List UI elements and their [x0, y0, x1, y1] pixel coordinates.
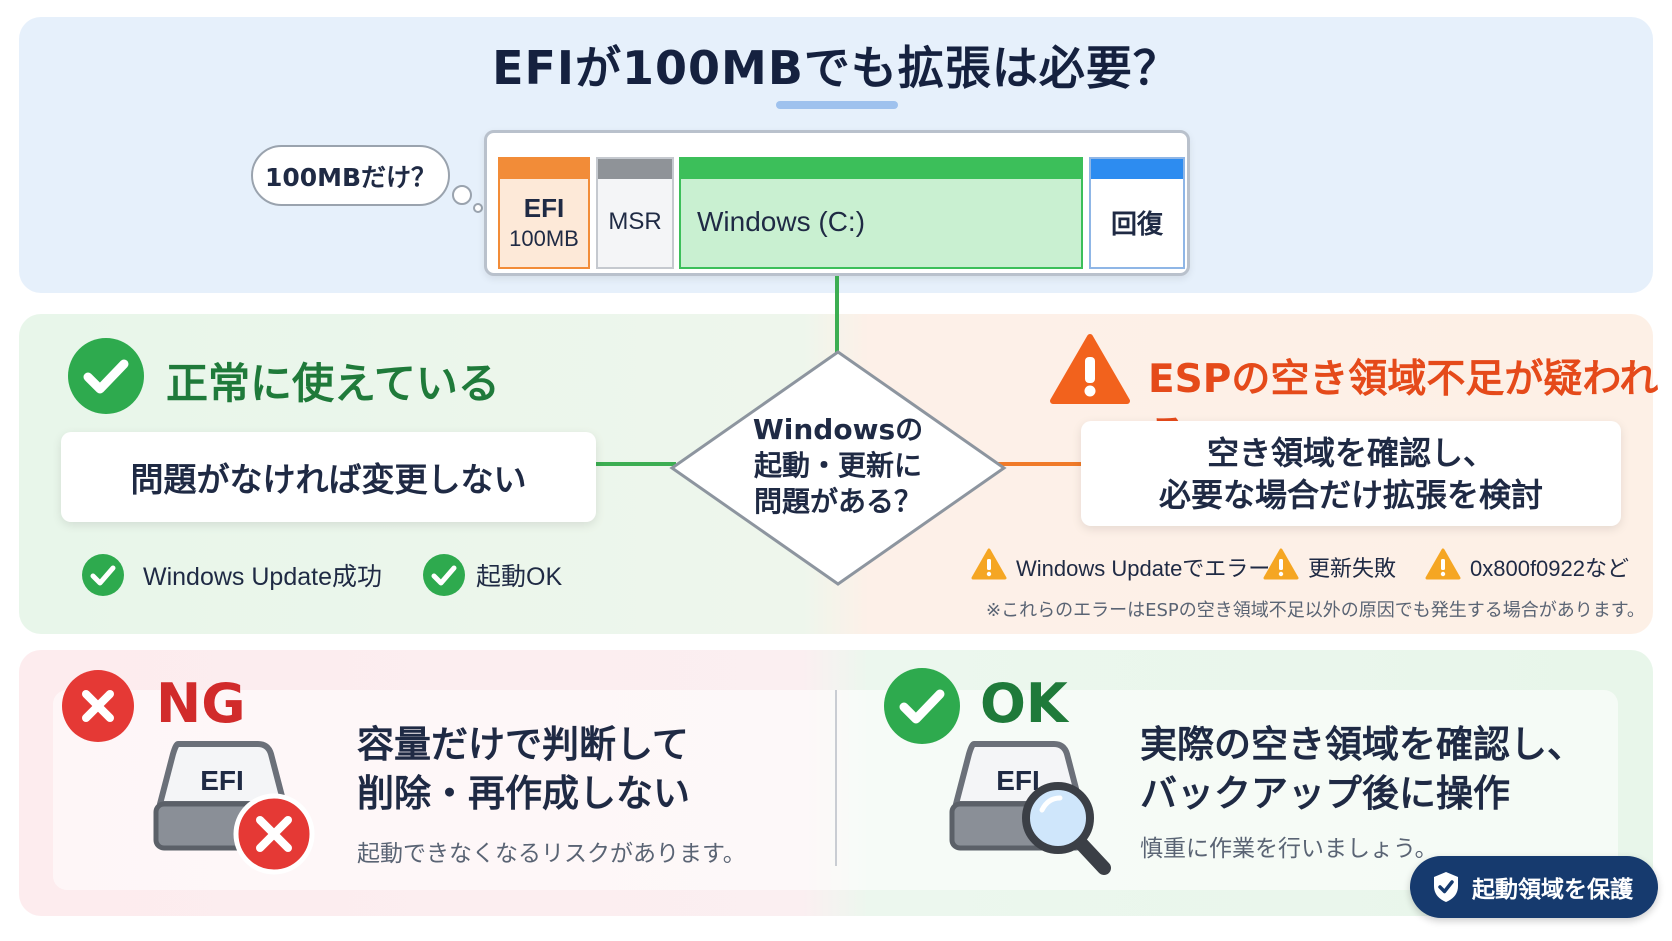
partition-efi: EFI 100MB [498, 157, 590, 269]
right-branch-sign: Windows Updateでエラー [1016, 556, 1271, 581]
thought-bubble-dot [473, 203, 483, 213]
check-circle-icon [82, 554, 124, 596]
partition-msr: MSR [596, 157, 674, 269]
partition-color-bar [1091, 159, 1183, 179]
decision-line: 起動・更新に [753, 449, 922, 482]
right-branch-action: 空き領域を確認し、 必要な場合だけ拡張を検討 [1081, 421, 1621, 526]
title-underline [776, 101, 898, 109]
connector-line-left [596, 462, 676, 466]
thought-bubble-dot [452, 185, 472, 205]
drive-error-icon: EFI [153, 741, 315, 875]
right-branch-sign: 0x800f0922など [1470, 556, 1629, 581]
ok-message: 実際の空き領域を確認し、 バックアップ後に操作 [1140, 720, 1584, 818]
left-branch-heading: 正常に使えている [166, 359, 500, 408]
warning-icon [1263, 548, 1299, 580]
check-circle-icon [423, 554, 465, 596]
x-circle-icon [62, 670, 134, 742]
warning-icon [971, 548, 1007, 580]
connector-line-right [998, 462, 1082, 466]
partition-name: EFI [523, 192, 565, 223]
decision-question: Windowsの 起動・更新に 問題がある？ [728, 412, 948, 520]
left-branch-sign: Windows Update成功 [143, 563, 382, 591]
thought-bubble: 100MBだけ？ [251, 145, 450, 206]
disk-layout: EFI 100MB MSR Windows (C:) 回復 [484, 130, 1190, 276]
ok-message-line: バックアップ後に操作 [1140, 772, 1510, 815]
right-branch-sign: 更新失敗 [1308, 556, 1397, 581]
partition-size: 100MB [509, 225, 579, 251]
ng-sub-message: 起動できなくなるリスクがあります。 [357, 841, 746, 867]
warning-icon [1425, 548, 1461, 580]
ok-sub-message: 慎重に作業を行いましょう。 [1140, 836, 1438, 862]
ng-message-line: 容量だけで判断して [357, 723, 689, 766]
drive-label: EFI [200, 765, 244, 796]
check-circle-icon [884, 668, 960, 744]
right-branch-action-line: 空き領域を確認し、 [1206, 433, 1495, 472]
page-title: EFIが100MBでも拡張は必要？ [492, 41, 1180, 95]
shield-check-icon [1434, 872, 1458, 902]
protect-badge: 起動領域を保護 [1410, 856, 1658, 918]
partition-windows: Windows (C:) [679, 157, 1083, 269]
protect-badge-label: 起動領域を保護 [1472, 877, 1633, 903]
connector-line [835, 276, 839, 354]
drive-label: EFI [996, 765, 1040, 796]
drive-search-icon: EFI [949, 741, 1111, 875]
partition-name: MSR [608, 208, 662, 235]
ng-message-line: 削除・再作成しない [357, 772, 690, 815]
partition-name: 回復 [1110, 208, 1163, 239]
ok-message-line: 実際の空き領域を確認し、 [1140, 723, 1584, 766]
decision-line: Windowsの [752, 413, 924, 446]
check-circle-icon [68, 338, 144, 414]
ng-message: 容量だけで判断して 削除・再作成しない [357, 720, 690, 818]
partition-name: Windows (C:) [697, 206, 866, 237]
left-branch-action: 問題がなければ変更しない [61, 432, 596, 522]
decision-line: 問題がある？ [753, 485, 922, 518]
right-branch-action-line: 必要な場合だけ拡張を検討 [1158, 475, 1543, 514]
decision-diamond [669, 350, 1007, 586]
partition-color-bar [681, 159, 1081, 179]
ng-label: NG [156, 672, 246, 735]
right-branch-heading: ESPの空き領域不足が疑われる [1148, 357, 1659, 458]
partition-recovery: 回復 [1089, 157, 1185, 269]
partition-color-bar [598, 159, 672, 179]
footnote: ※これらのエラーはESPの空き領域不足以外の原因でも発生する場合があります。 [986, 600, 1645, 621]
divider [835, 690, 837, 866]
partition-color-bar [500, 159, 588, 179]
left-branch-sign: 起動OK [476, 563, 563, 591]
ok-label: OK [980, 672, 1068, 735]
warning-icon [1050, 334, 1130, 404]
